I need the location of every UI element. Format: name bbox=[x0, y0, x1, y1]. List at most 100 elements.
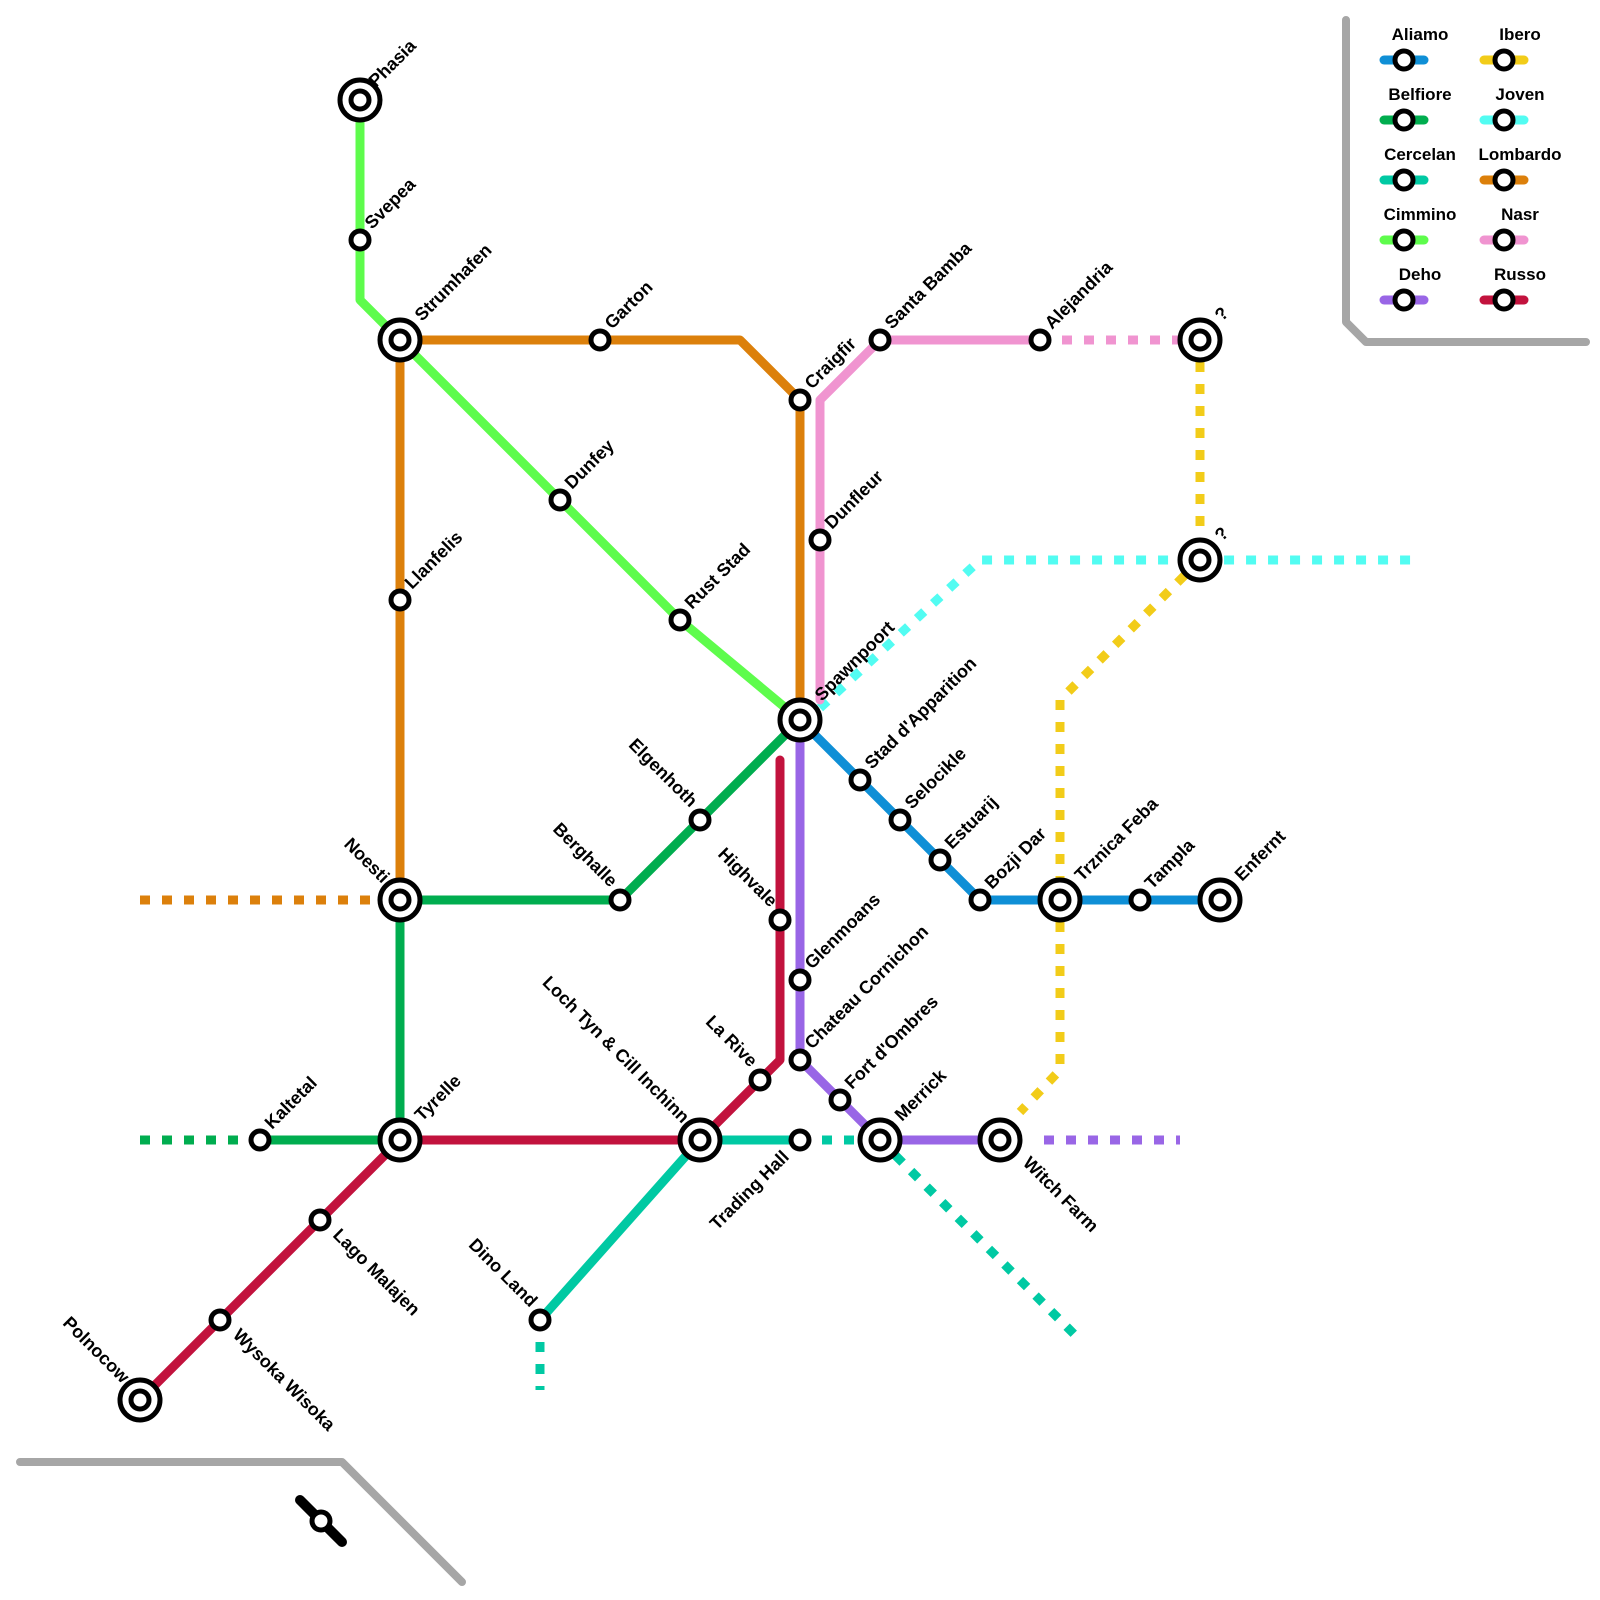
station-label-elgenhoth: Elgenhoth bbox=[625, 734, 701, 810]
legend-station-icon bbox=[1392, 228, 1416, 252]
route-lines bbox=[135, 95, 1420, 1405]
joven-line bbox=[816, 555, 1420, 712]
legend-label: Lombardo bbox=[1478, 145, 1561, 164]
station-label-enfernt: Enfernt bbox=[1231, 826, 1290, 885]
station-noesti[interactable] bbox=[377, 877, 423, 923]
legend-label: Russo bbox=[1494, 265, 1546, 284]
station-la-rive[interactable] bbox=[748, 1068, 772, 1092]
station-label-rust-stad: Rust Stad bbox=[681, 539, 755, 613]
station-label-phasia: Phasia bbox=[365, 35, 421, 91]
station-dino-land[interactable] bbox=[528, 1308, 552, 1332]
station-selocikle[interactable] bbox=[888, 808, 912, 832]
map-frame bbox=[16, 16, 1590, 1586]
legend-item-lombardo: Lombardo bbox=[1478, 145, 1562, 192]
legend-frame bbox=[1342, 16, 1590, 346]
station-label-llanfelis: Llanfelis bbox=[401, 527, 467, 593]
station-enfernt[interactable] bbox=[1197, 877, 1243, 923]
station-bozji-dar[interactable] bbox=[968, 888, 992, 912]
station-label-santa-bamba: Santa Bamba bbox=[881, 237, 976, 332]
legend-station-icon bbox=[1492, 228, 1516, 252]
station-label-glenmoans: Glenmoans bbox=[801, 889, 884, 972]
station-fort-dombres[interactable] bbox=[828, 1088, 852, 1112]
station-trznica-feba[interactable] bbox=[1037, 877, 1083, 923]
belfiore-line bbox=[255, 715, 805, 1145]
legend-label: Cercelan bbox=[1384, 145, 1456, 164]
station-elgenhoth[interactable] bbox=[688, 808, 712, 832]
station-phasia[interactable] bbox=[337, 77, 383, 123]
legend-label: Aliamo bbox=[1392, 25, 1449, 44]
station-rust-stad[interactable] bbox=[668, 608, 692, 632]
legend-label: Nasr bbox=[1501, 205, 1539, 224]
station-label-trading-hall: Trading Hall bbox=[706, 1147, 793, 1234]
ibero-extension-middle bbox=[1055, 556, 1204, 900]
legend-item-deho: Deho bbox=[1379, 265, 1442, 312]
station-merrick[interactable] bbox=[857, 1117, 903, 1163]
station-chateau-cornichon[interactable] bbox=[788, 1048, 812, 1072]
station-spawnpoort[interactable] bbox=[777, 697, 823, 743]
station-tampla[interactable] bbox=[1128, 888, 1152, 912]
station-label-merrick: Merrick bbox=[891, 1065, 951, 1125]
legend-station-icon bbox=[1392, 48, 1416, 72]
legend-item-russo: Russo bbox=[1479, 265, 1546, 312]
stations bbox=[117, 77, 1243, 1423]
station-label-estuarij: Estuarij bbox=[941, 792, 1002, 853]
station-label-tampla: Tampla bbox=[1141, 834, 1199, 892]
station-strumhafen[interactable] bbox=[377, 317, 423, 363]
legend-station-icon bbox=[1392, 288, 1416, 312]
station-llanfelis[interactable] bbox=[388, 588, 412, 612]
legend-label: Joven bbox=[1495, 85, 1544, 104]
cimmino-line bbox=[355, 95, 805, 725]
lombardo-line-east bbox=[395, 335, 805, 725]
station-svepea[interactable] bbox=[348, 228, 372, 252]
station-q1[interactable] bbox=[1177, 317, 1223, 363]
legend-item-belfiore: Belfiore bbox=[1379, 85, 1452, 132]
nasr-line bbox=[815, 335, 1045, 705]
station-tyrelle[interactable] bbox=[377, 1117, 423, 1163]
station-witch-farm[interactable] bbox=[977, 1117, 1023, 1163]
station-wysoka-wisoka[interactable] bbox=[208, 1308, 232, 1332]
station-label-loch-tyn: Loch Tyn & Cill Inchinn bbox=[539, 972, 694, 1127]
legend-label: Cimmino bbox=[1384, 205, 1457, 224]
legend-item-cercelan: Cercelan bbox=[1379, 145, 1456, 192]
station-berghalle[interactable] bbox=[608, 888, 632, 912]
station-q2[interactable] bbox=[1177, 537, 1223, 583]
station-label-svepea: Svepea bbox=[361, 173, 420, 232]
station-santa-bamba[interactable] bbox=[868, 328, 892, 352]
station-dunfey[interactable] bbox=[548, 488, 572, 512]
station-label-bozji-dar: Bozji Dar bbox=[981, 824, 1050, 893]
station-label-la-rive: La Rive bbox=[702, 1011, 761, 1070]
station-trading-hall[interactable] bbox=[788, 1128, 812, 1152]
station-stad-dapparition[interactable] bbox=[848, 768, 872, 792]
station-dunfleur[interactable] bbox=[808, 528, 832, 552]
station-lago-malajen[interactable] bbox=[308, 1208, 332, 1232]
station-craigfir[interactable] bbox=[788, 388, 812, 412]
station-label-q1: ? bbox=[1211, 303, 1233, 325]
station-estuarij[interactable] bbox=[928, 848, 952, 872]
station-label-strumhafen: Strumhafen bbox=[411, 240, 496, 325]
legend-station-icon bbox=[1492, 168, 1516, 192]
legend-station-icon bbox=[1492, 288, 1516, 312]
station-label-polnocow: Polnocow bbox=[59, 1313, 134, 1388]
station-kaltetal[interactable] bbox=[248, 1128, 272, 1152]
scale-marker bbox=[295, 1495, 347, 1547]
station-label-berghalle: Berghalle bbox=[549, 819, 621, 891]
station-glenmoans[interactable] bbox=[788, 968, 812, 992]
station-garton[interactable] bbox=[588, 328, 612, 352]
station-alejandria[interactable] bbox=[1028, 328, 1052, 352]
legend-station-icon bbox=[1392, 168, 1416, 192]
legend-station-icon bbox=[1492, 108, 1516, 132]
legend-item-ibero: Ibero bbox=[1479, 25, 1541, 72]
station-loch-tyn[interactable] bbox=[677, 1117, 723, 1163]
station-polnocow[interactable] bbox=[117, 1377, 163, 1423]
legend-label: Deho bbox=[1399, 265, 1442, 284]
legend-item-cimmino: Cimmino bbox=[1379, 205, 1457, 252]
station-label-lago-malajen: Lago Malajen bbox=[329, 1225, 424, 1320]
legend-item-aliamo: Aliamo bbox=[1379, 25, 1449, 72]
scale-station-icon bbox=[309, 1509, 333, 1533]
cercelan-extension-southeast bbox=[876, 1136, 1084, 1344]
station-highvale[interactable] bbox=[768, 908, 792, 932]
legend-label: Belfiore bbox=[1388, 85, 1451, 104]
